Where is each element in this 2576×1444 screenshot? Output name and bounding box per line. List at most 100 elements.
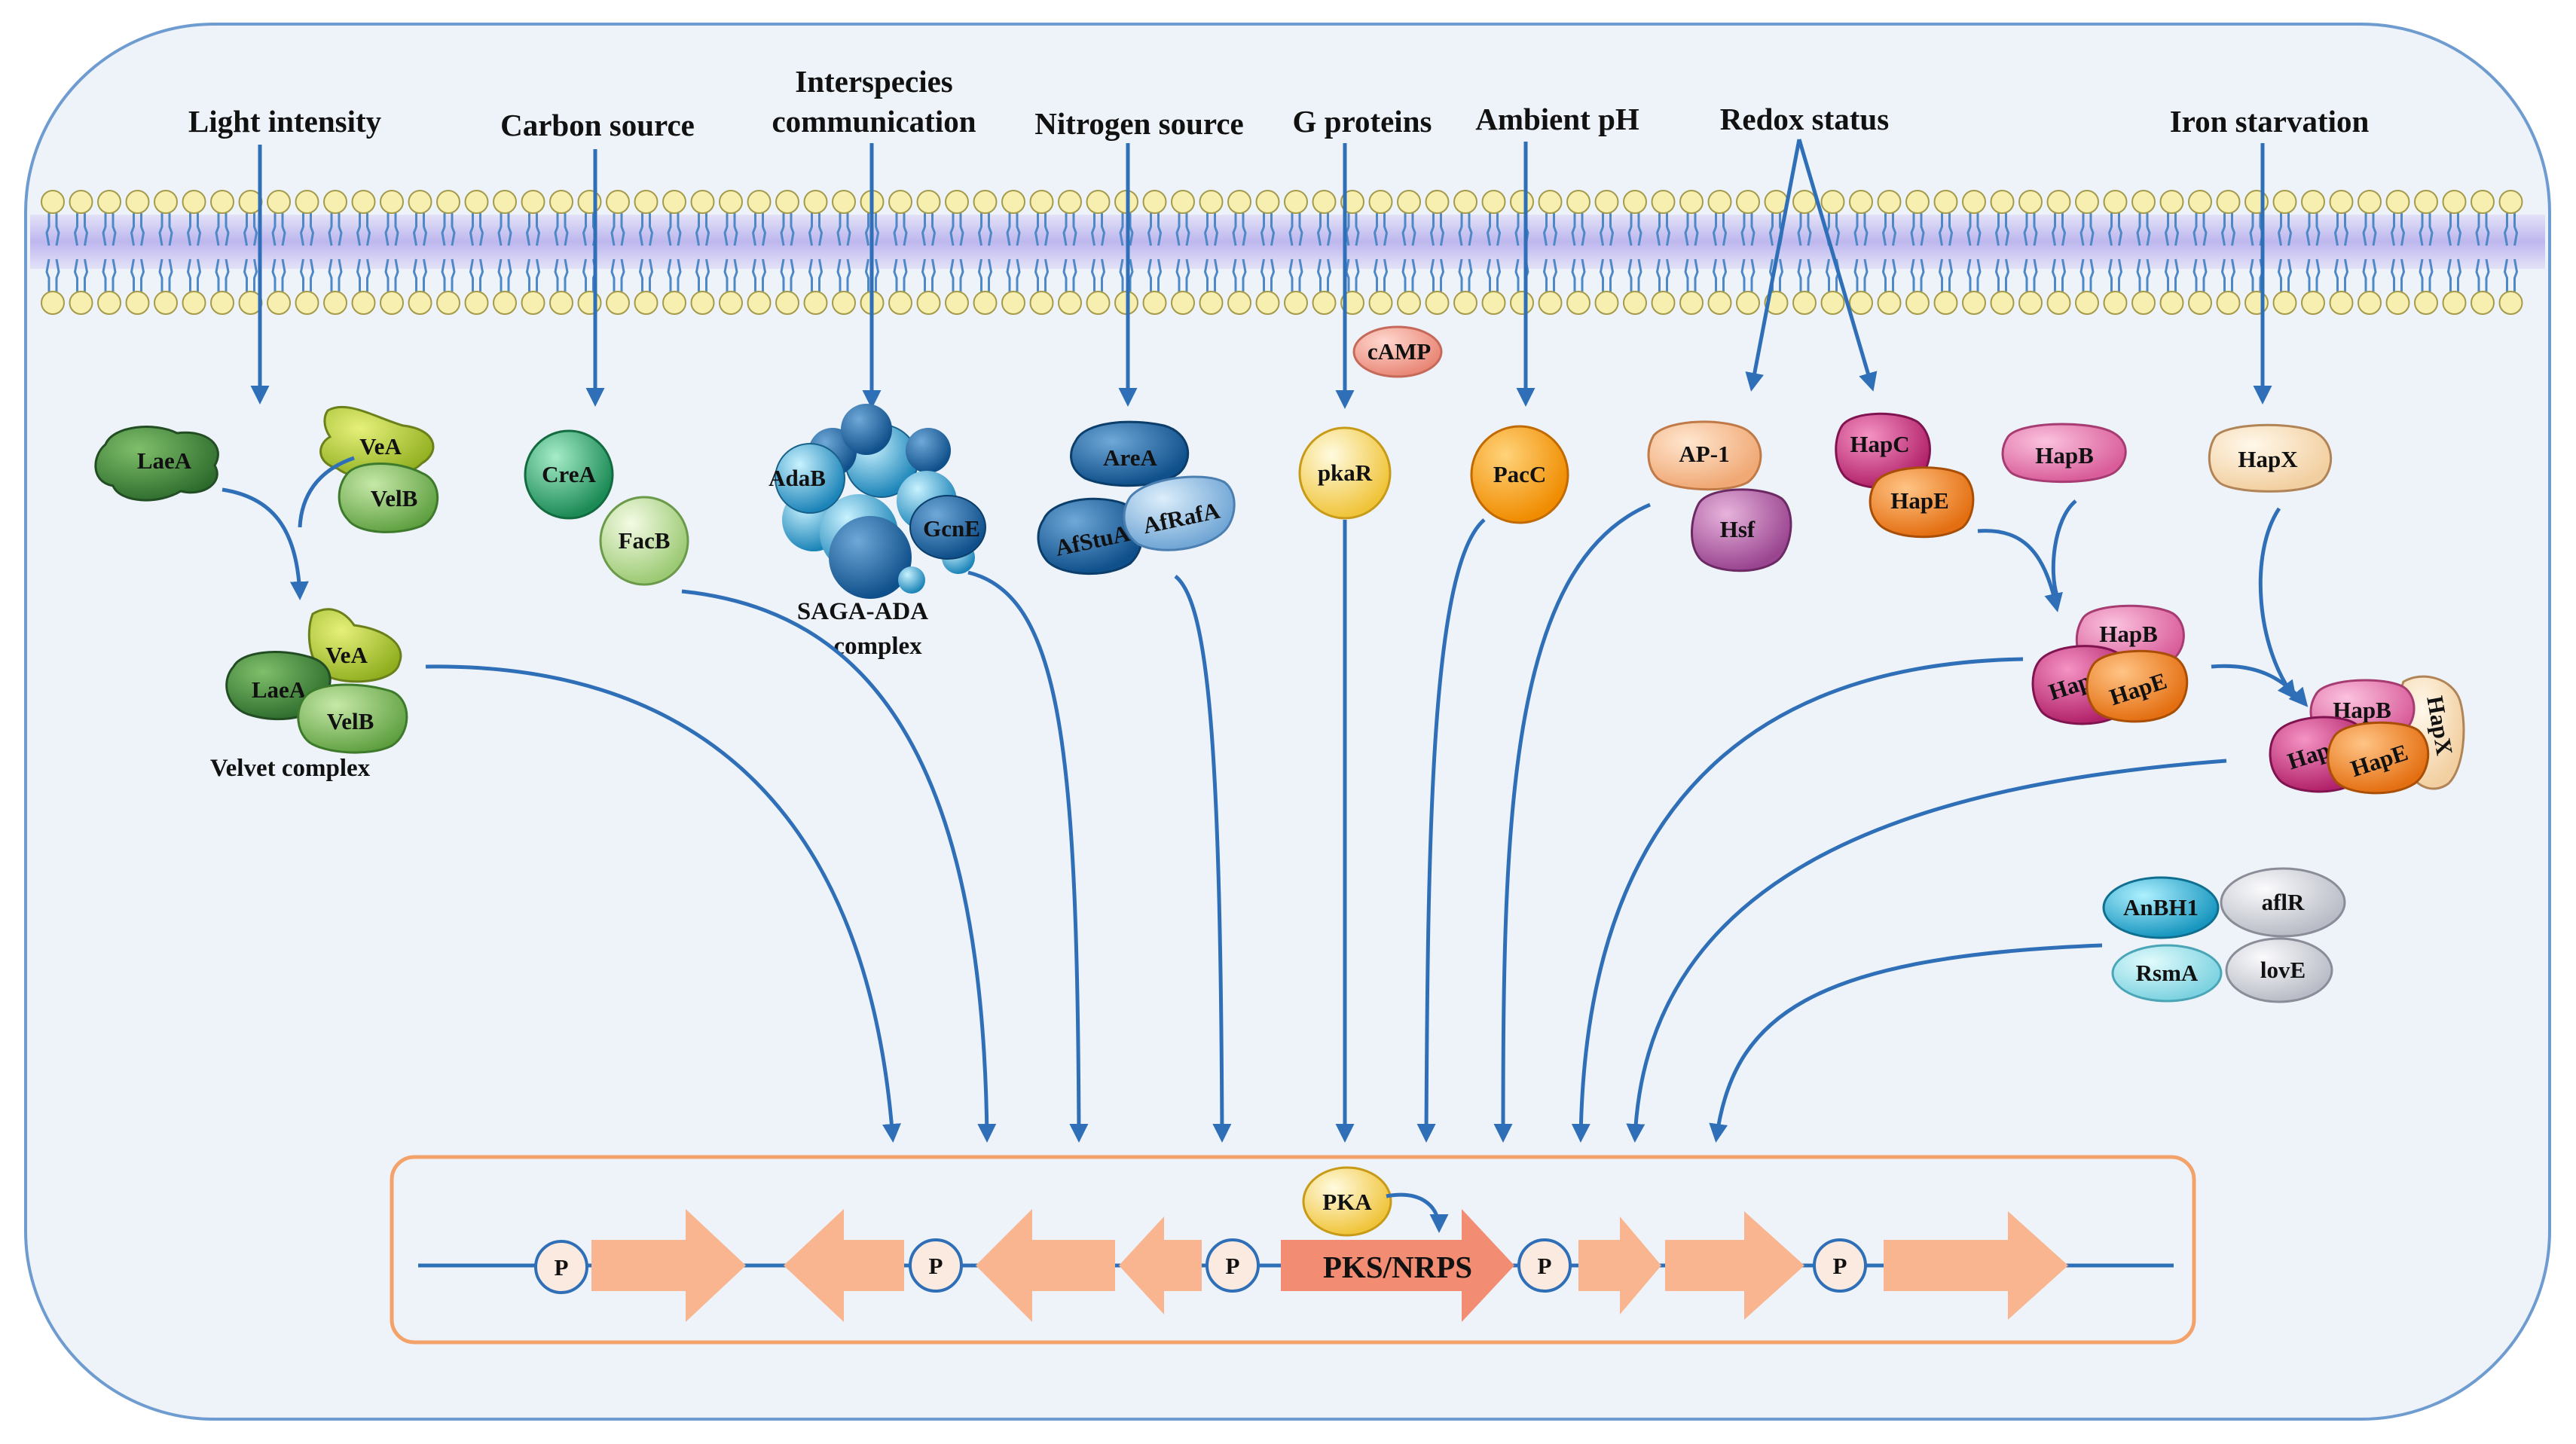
signal-interspecies-line2: communication <box>772 104 976 139</box>
lipid-head <box>690 291 715 315</box>
lipid-head <box>832 291 856 315</box>
gene-cluster: PKS/NRPS P P P P P PKA <box>390 1155 2196 1345</box>
lipid-head <box>2498 291 2523 315</box>
lipid-head <box>2329 291 2354 315</box>
lipid-head <box>1990 291 2015 315</box>
lipid-head <box>1792 190 1817 214</box>
lipid-head <box>295 291 319 315</box>
regulation-arrows <box>425 502 2227 1143</box>
saga-ada-complex: AdaB GcnE SAGA-ADA complex <box>769 404 986 660</box>
pathway-specific-regulators: AnBH1 aflR RsmA lovE <box>2102 867 2346 1003</box>
svg-text:P: P <box>929 1253 943 1279</box>
lipid-head <box>2103 291 2128 315</box>
lipid-head <box>719 190 743 214</box>
lipid-head <box>1255 291 1280 315</box>
lipid-head <box>1877 190 1902 214</box>
signal-carbon-source: Carbon source <box>500 108 695 142</box>
lipid-head <box>2358 291 2382 315</box>
velvet-complex: VeA LaeA VelB Velvet complex <box>210 608 408 782</box>
lipid-head <box>1171 291 1195 315</box>
crea-protein <box>524 429 614 520</box>
aflr-protein <box>2220 867 2346 938</box>
lipid-head <box>1962 291 1986 315</box>
hapb-label: HapB <box>2035 442 2094 469</box>
lipid-head <box>2329 190 2354 214</box>
complex-vea-label: VeA <box>325 642 368 668</box>
lipid-head <box>1566 291 1591 315</box>
lipid-head <box>1481 291 1506 315</box>
lipid-head <box>521 291 545 315</box>
lipid-head <box>1001 190 1025 214</box>
lipid-head <box>1820 291 1845 315</box>
lipid-head <box>1368 291 1393 315</box>
lipid-head <box>1623 291 1647 315</box>
carbon-regulators: CreA FacB <box>524 429 689 586</box>
lipid-head <box>1905 190 1930 214</box>
afstua-protein <box>1037 497 1144 575</box>
lipid-head <box>945 291 969 315</box>
lipid-head <box>1679 291 1704 315</box>
signal-arrows <box>250 139 2272 409</box>
anbh1-protein <box>2102 876 2220 939</box>
lipid-head <box>1142 291 1167 315</box>
anbh1-label: AnBH1 <box>2123 894 2199 920</box>
lipid-head <box>1284 190 1308 214</box>
gene-arrow-right-8 <box>1884 1211 2068 1320</box>
lipid-head <box>1736 291 1760 315</box>
lipid-head <box>1538 291 1563 315</box>
pka-protein <box>1302 1166 1392 1237</box>
lipid-head <box>1707 291 1732 315</box>
lipid-head <box>888 291 912 315</box>
ap1-protein <box>1647 420 1762 491</box>
lipid-head <box>2159 291 2184 315</box>
lipid-head <box>154 190 178 214</box>
pacc-label: PacC <box>1493 461 1547 487</box>
cbc-hapx-complex: HapX HapB HapC HapE <box>2269 675 2465 795</box>
complex-laea-label: LaeA <box>252 676 307 703</box>
lipid-head <box>2442 291 2467 315</box>
lipid-head <box>775 190 799 214</box>
love-protein <box>2225 937 2333 1003</box>
cell-boundary <box>24 23 2551 1421</box>
svg-text:P: P <box>1538 1253 1552 1279</box>
laea-protein <box>94 426 219 502</box>
promoter-5: P <box>1813 1238 1867 1293</box>
lipid-head <box>2358 190 2382 214</box>
saga-caption-line1: SAGA-ADA <box>797 598 928 625</box>
lipid-head <box>577 291 602 315</box>
lipid-head <box>1566 190 1591 214</box>
hapc-hape-pair: HapC HapE <box>1835 412 1975 539</box>
hap-assembly-arrows <box>1977 499 2309 707</box>
hsf-protein <box>1691 488 1792 572</box>
lipid-head <box>2301 190 2325 214</box>
cbc-complex: HapB HapC HapE <box>2031 604 2189 725</box>
lipid-head <box>493 291 517 315</box>
hape-label: HapE <box>1890 487 1949 514</box>
hapx-protein <box>2208 423 2333 493</box>
lipid-head <box>1679 190 1704 214</box>
velvet-complex-caption: Velvet complex <box>210 755 371 782</box>
lipid-head <box>2301 291 2325 315</box>
lipid-head <box>2471 190 2495 214</box>
lipid-head <box>2442 190 2467 214</box>
pks-nrps-label: PKS/NRPS <box>1323 1250 1472 1284</box>
lipid-head <box>1990 190 2015 214</box>
lipid-head <box>1171 190 1195 214</box>
lipid-head <box>210 291 234 315</box>
lipid-head <box>69 190 93 214</box>
lipid-head <box>1594 291 1619 315</box>
lipid-head <box>182 291 206 315</box>
lipid-head <box>351 291 376 315</box>
lipid-head <box>1086 190 1111 214</box>
lipid-head <box>267 190 291 214</box>
pka-protein-group: PKA <box>1302 1166 1449 1237</box>
lipid-head <box>436 291 460 315</box>
lipid-head <box>1651 291 1676 315</box>
lipid-head <box>1933 291 1958 315</box>
lipid-head <box>154 291 178 315</box>
lipid-head <box>408 190 432 214</box>
lipid-head <box>97 291 121 315</box>
laea-label: LaeA <box>137 447 192 474</box>
lipid-head <box>916 291 941 315</box>
signal-nitrogen-source: Nitrogen source <box>1034 106 1243 141</box>
